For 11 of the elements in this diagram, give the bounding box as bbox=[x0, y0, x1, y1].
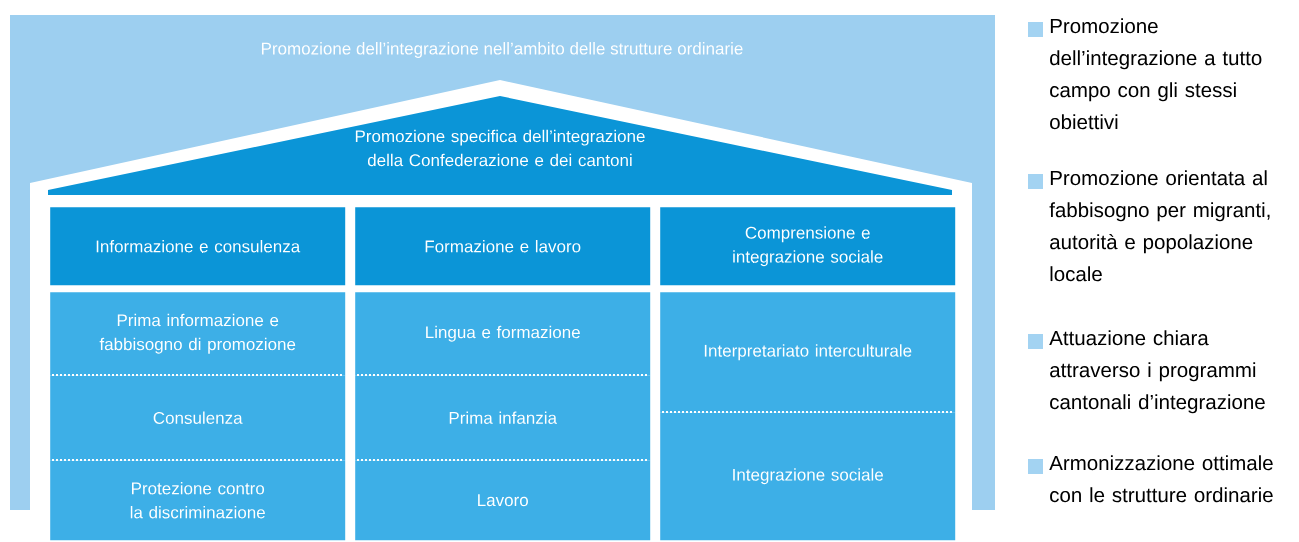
area-cell: Protezione contro la discriminazione bbox=[50, 460, 346, 541]
legend-text: Attuazione chiara attraverso i programmi cantonali d’integrazione bbox=[1049, 330, 1265, 414]
node-label: Consulenza bbox=[153, 411, 243, 424]
node-label: Lavoro bbox=[478, 494, 528, 507]
node-label: Integrazione sociale bbox=[733, 468, 883, 485]
node-label: Prima infanzia bbox=[449, 411, 558, 424]
area-cell: Integrazione sociale bbox=[660, 412, 956, 541]
legend-text: Armonizzazione ottimale con le strutture ordinarie bbox=[1049, 455, 1273, 503]
legend-text: Promozione orientata al fabbisogno per migranti, autorità e popolazione locale bbox=[1049, 170, 1270, 282]
legend-text: Promozione dell’integrazione a tutto campo con gli stessi obiettivi bbox=[1050, 18, 1262, 130]
area-cell: Lavoro bbox=[355, 460, 651, 541]
